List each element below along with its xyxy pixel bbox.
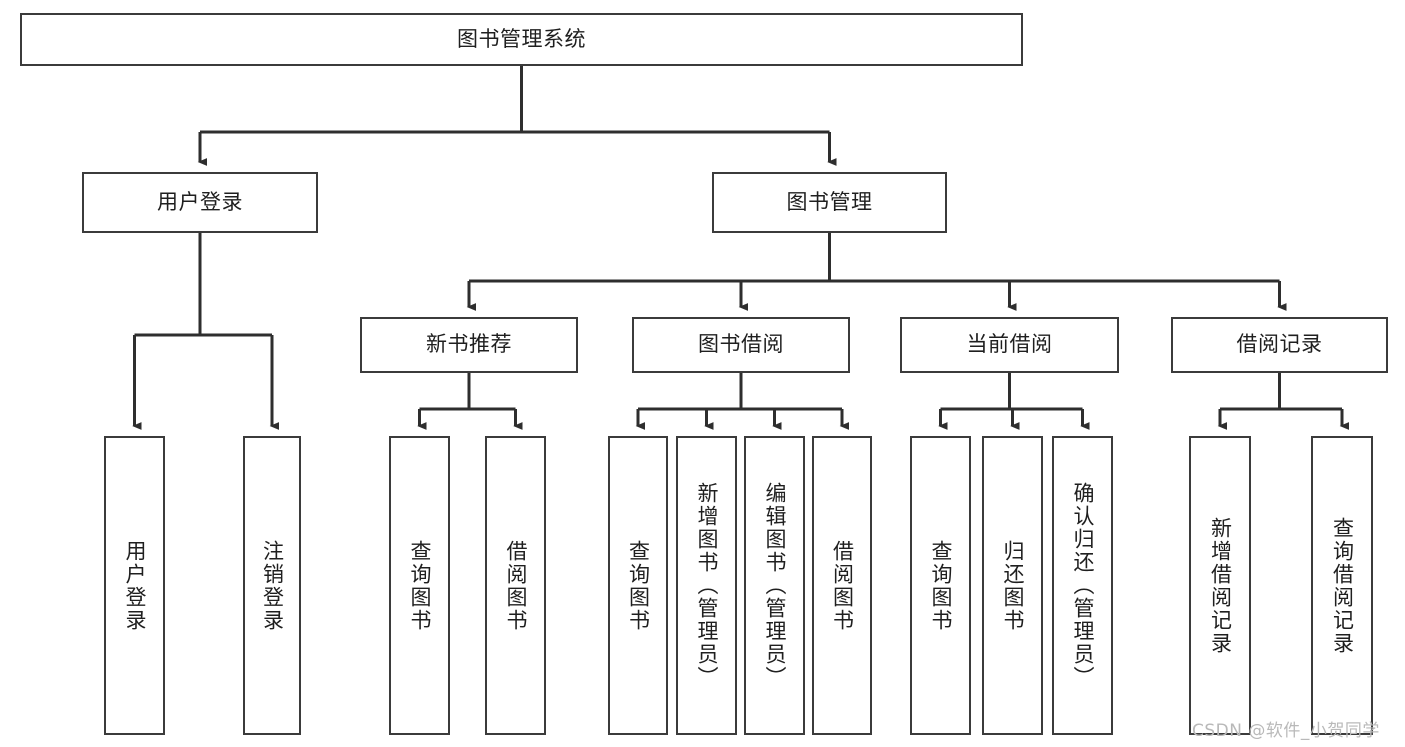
node-new-book-recommend[interactable]: 新书推荐 xyxy=(360,317,578,373)
leaf-edit-book-admin[interactable]: 编辑图书（管理员） xyxy=(744,436,805,735)
leaf-logout[interactable]: 注销登录 xyxy=(243,436,301,735)
leaf-query-borrow-record-label: 查询借阅记录 xyxy=(1330,516,1355,655)
leaf-query-book-borrow-label: 查询图书 xyxy=(626,539,651,632)
node-book-management-label: 图书管理 xyxy=(786,189,873,214)
leaf-borrow-book-recommend-label: 借阅图书 xyxy=(504,539,528,632)
leaf-query-borrow-record[interactable]: 查询借阅记录 xyxy=(1311,436,1373,735)
leaf-borrow-book-label: 借阅图书 xyxy=(830,539,855,632)
leaf-query-book-current-label: 查询图书 xyxy=(929,539,953,632)
leaf-logout-label: 注销登录 xyxy=(260,539,285,632)
leaf-query-book-borrow[interactable]: 查询图书 xyxy=(608,436,668,735)
node-book-management[interactable]: 图书管理 xyxy=(712,172,947,233)
leaf-return-book[interactable]: 归还图书 xyxy=(982,436,1043,735)
leaf-add-borrow-record-label: 新增借阅记录 xyxy=(1208,516,1233,655)
leaf-query-book-recommend-label: 查询图书 xyxy=(408,539,432,632)
leaf-return-book-label: 归还图书 xyxy=(1001,539,1025,632)
node-root-label: 图书管理系统 xyxy=(457,26,586,51)
node-new-book-recommend-label: 新书推荐 xyxy=(426,332,512,357)
node-borrow-record-label: 借阅记录 xyxy=(1236,332,1323,357)
leaf-user-login[interactable]: 用户登录 xyxy=(104,436,165,735)
leaf-user-login-label: 用户登录 xyxy=(123,539,147,632)
node-root[interactable]: 图书管理系统 xyxy=(20,13,1023,66)
node-book-borrow[interactable]: 图书借阅 xyxy=(632,317,850,373)
leaf-confirm-return-admin[interactable]: 确认归还（管理员） xyxy=(1052,436,1113,735)
node-book-borrow-label: 图书借阅 xyxy=(698,332,784,357)
leaf-add-book-admin[interactable]: 新增图书（管理员） xyxy=(676,436,737,735)
leaf-add-borrow-record[interactable]: 新增借阅记录 xyxy=(1189,436,1251,735)
csdn-watermark: CSDN @软件_小贺同学 xyxy=(1192,721,1380,741)
node-current-borrow[interactable]: 当前借阅 xyxy=(900,317,1119,373)
node-current-borrow-label: 当前借阅 xyxy=(966,332,1053,357)
leaf-confirm-return-admin-label: 确认归还（管理员） xyxy=(1071,482,1095,689)
node-user-login-label: 用户登录 xyxy=(157,189,243,214)
leaf-add-book-admin-label: 新增图书（管理员） xyxy=(695,482,719,689)
node-user-login[interactable]: 用户登录 xyxy=(82,172,318,233)
leaf-borrow-book[interactable]: 借阅图书 xyxy=(812,436,872,735)
leaf-edit-book-admin-label: 编辑图书（管理员） xyxy=(763,482,787,689)
leaf-query-book-recommend[interactable]: 查询图书 xyxy=(389,436,450,735)
leaf-borrow-book-recommend[interactable]: 借阅图书 xyxy=(485,436,546,735)
leaf-query-book-current[interactable]: 查询图书 xyxy=(910,436,971,735)
node-borrow-record[interactable]: 借阅记录 xyxy=(1171,317,1388,373)
